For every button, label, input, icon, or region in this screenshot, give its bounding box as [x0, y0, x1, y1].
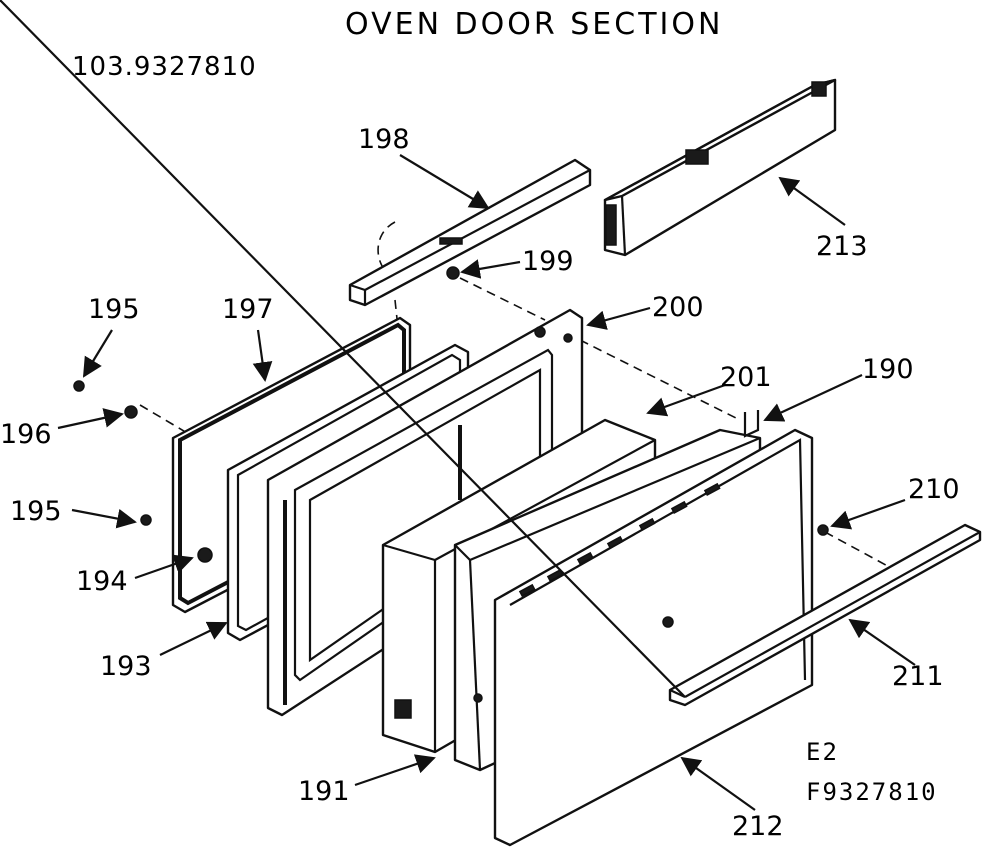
part-198-top-rail — [348, 158, 592, 307]
part-211-screw — [817, 524, 829, 536]
callout-197: 197 — [222, 294, 274, 325]
callout-arrows — [57, 154, 916, 811]
callout-190: 190 — [862, 354, 914, 385]
callout-191: 191 — [298, 776, 350, 807]
door-panel-vent-slots — [518, 482, 721, 597]
code-line-2: F9327810 — [806, 778, 938, 806]
callout-199: 199 — [522, 246, 574, 277]
model-number: 103.9327810 — [72, 52, 257, 82]
diagram-title: OVEN DOOR SECTION — [345, 7, 723, 42]
part-195-screw-upper — [73, 380, 85, 392]
part-190-hinge — [743, 410, 760, 438]
callout-211: 210 — [908, 474, 960, 505]
part-195-screw-lower — [140, 514, 152, 526]
part-212-bottom-trim — [0, 0, 982, 707]
callout-212: 211 — [892, 661, 944, 692]
part-213-outer-panel — [493, 428, 814, 847]
callout-201: 213 — [816, 231, 868, 262]
part-196-washer — [124, 405, 138, 419]
code-line-1: E2 — [806, 738, 839, 766]
part-199-screw — [446, 266, 460, 280]
callout-198: 198 — [358, 124, 410, 155]
callout-196: 196 — [0, 419, 52, 450]
part-194-bumper — [197, 547, 213, 563]
callout-195-lower: 195 — [10, 496, 62, 527]
part-201-handle-block — [603, 78, 837, 257]
callout-200: 200 — [652, 292, 704, 323]
callout-195-upper: 195 — [88, 294, 140, 325]
callout-194: 194 — [76, 566, 128, 597]
callout-labels: 198 213 199 200 201 190 195 197 196 195 … — [0, 124, 960, 842]
callout-193: 193 — [100, 651, 152, 682]
callout-213: 212 — [732, 811, 784, 842]
callout-210: 201 — [720, 362, 772, 393]
